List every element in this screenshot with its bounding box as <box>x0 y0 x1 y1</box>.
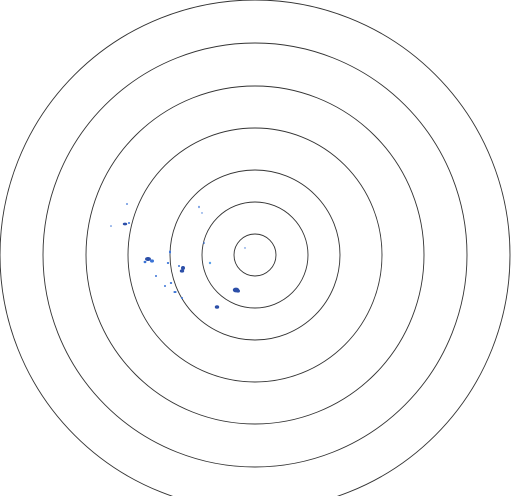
hit-mark <box>214 305 220 309</box>
target-ring-2 <box>201 201 309 309</box>
hit-mark <box>181 266 185 270</box>
hit-mark <box>198 205 200 209</box>
hit-mark <box>150 259 154 263</box>
hit-mark <box>166 262 170 264</box>
hit-marks <box>110 203 246 309</box>
hit-mark <box>155 275 157 277</box>
hit-mark <box>178 265 180 267</box>
hit-mark <box>145 257 151 261</box>
hit-mark <box>208 261 212 265</box>
hit-mark <box>201 212 203 214</box>
hit-mark <box>244 247 246 249</box>
target-ring-3 <box>169 169 341 341</box>
hit-mark <box>126 203 128 205</box>
target-ring-4 <box>127 127 383 383</box>
hit-mark <box>164 285 166 287</box>
hit-mark <box>236 289 240 293</box>
target-ring-5 <box>85 85 425 425</box>
hit-mark <box>143 260 147 264</box>
hit-mark <box>203 242 205 244</box>
hit-mark <box>169 282 173 284</box>
hit-mark <box>169 250 171 254</box>
target-ring-6 <box>42 42 468 468</box>
target-ring-1 <box>233 233 277 277</box>
hit-mark <box>173 291 177 293</box>
hit-mark <box>179 269 185 273</box>
hit-mark <box>181 297 183 299</box>
hit-mark <box>128 222 130 224</box>
hit-mark <box>110 225 112 227</box>
hit-mark <box>122 222 128 226</box>
